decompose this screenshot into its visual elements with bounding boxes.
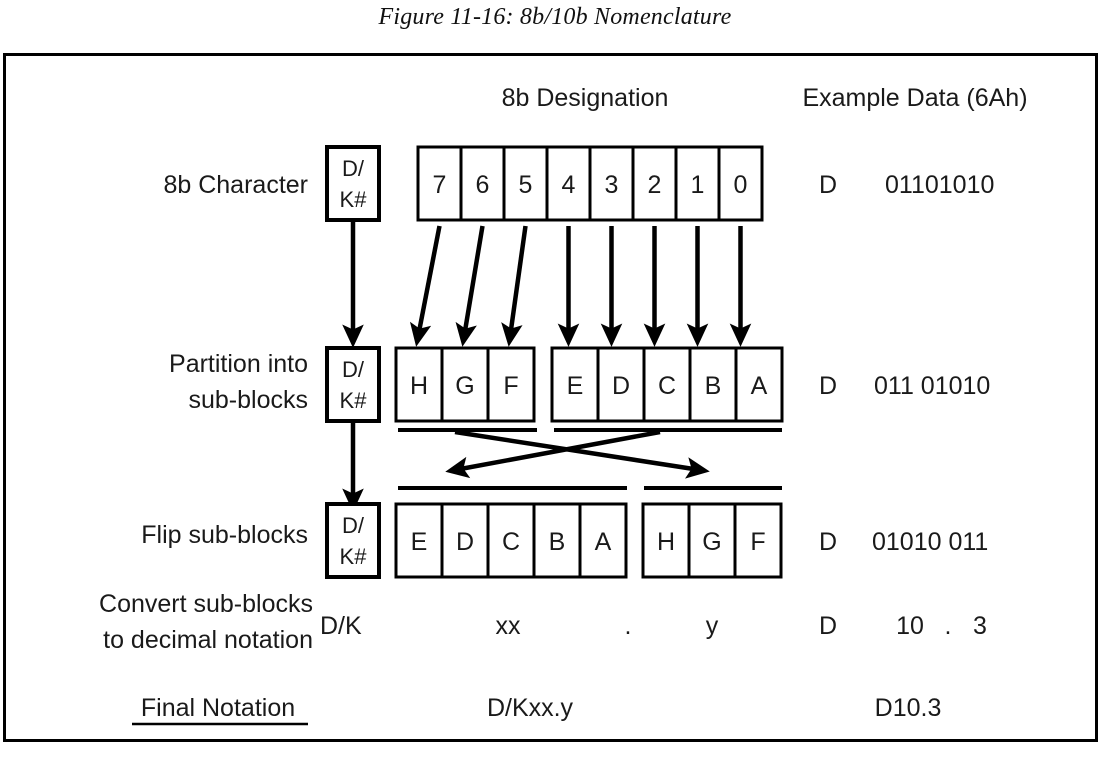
figure-frame	[3, 53, 1098, 742]
figure-title: Figure 11-16: 8b/10b Nomenclature	[378, 4, 732, 30]
